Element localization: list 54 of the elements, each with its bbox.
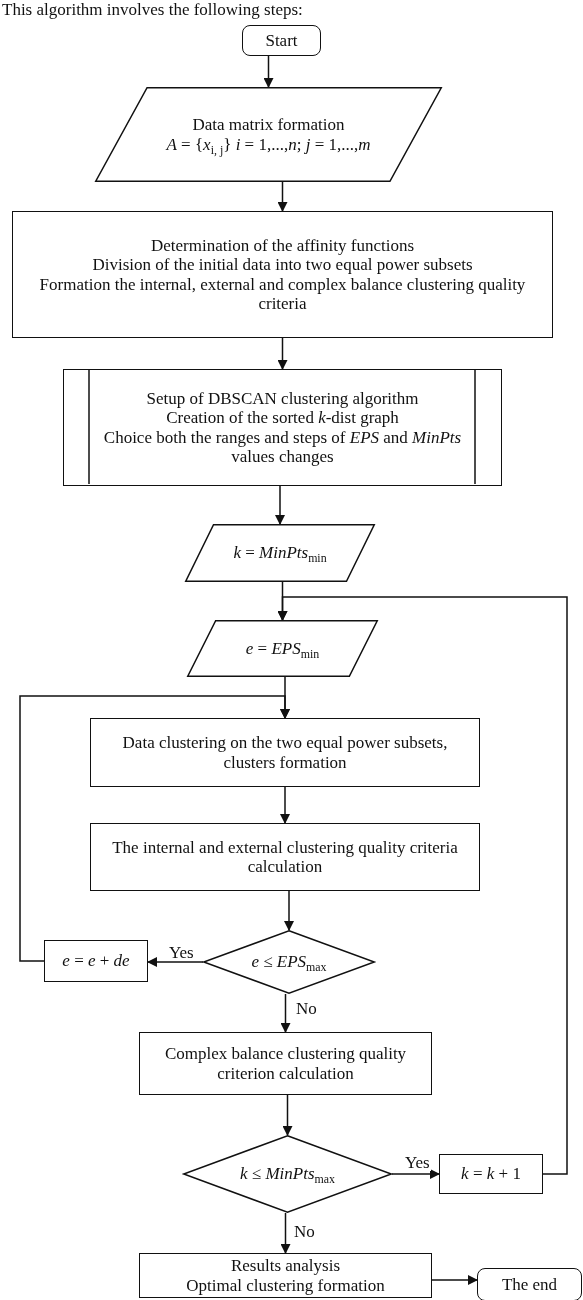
node-text: Formation the internal, external and complex balance clustering quality criteria xyxy=(38,274,527,313)
arrow xyxy=(391,1169,440,1179)
edge-label: Yes xyxy=(168,944,195,961)
process-box xyxy=(90,823,480,891)
process-box xyxy=(439,1154,543,1194)
node-text: e ≤ EPS$_{max}$ xyxy=(251,952,327,972)
data-parallelogram xyxy=(185,524,375,582)
node-text: The end xyxy=(501,1275,558,1294)
arrow xyxy=(280,1212,291,1254)
intro-sentence: This algorithm involves the following steps: xyxy=(2,0,303,20)
node-text: Data clustering on the two equal power subsets, clusters formation xyxy=(121,733,449,772)
node-text: Setup of DBSCAN clustering algorithm xyxy=(146,389,419,409)
node-text: e = e + de xyxy=(62,951,130,971)
arrow xyxy=(263,55,274,88)
data-parallelogram xyxy=(187,620,378,677)
process-box xyxy=(44,940,148,982)
data-parallelogram xyxy=(95,87,442,182)
arrow xyxy=(284,890,294,931)
process-box xyxy=(139,1253,432,1298)
arrow xyxy=(280,786,290,824)
arrow xyxy=(277,181,288,212)
decision-diamond xyxy=(183,1135,392,1213)
terminal-box xyxy=(242,25,321,56)
node-text: k ≤ MinPts$_{max}$ xyxy=(240,1164,335,1184)
arrow xyxy=(282,1094,293,1136)
node-text: Creation of the sorted k-dist graph xyxy=(166,408,399,428)
arrow xyxy=(280,993,291,1033)
arrow xyxy=(147,957,204,967)
node-text: Complex balance clustering quality criterion calculation xyxy=(163,1044,408,1083)
decision-diamond xyxy=(203,930,375,994)
node-text: k = k + 1 xyxy=(461,1164,521,1184)
node-text: Results analysis xyxy=(230,1256,341,1276)
edge-label: No xyxy=(295,1000,318,1017)
node-text: Start xyxy=(265,31,298,50)
process-box xyxy=(90,718,480,787)
arrow xyxy=(277,596,568,1175)
node-text: Division of the initial data into two equal power subsets xyxy=(92,255,473,275)
node-text: Optimal clustering formation xyxy=(186,1275,385,1295)
node-text: e = EPS$_{min}$ xyxy=(245,639,320,658)
terminal-box xyxy=(477,1268,582,1300)
arrow xyxy=(19,695,290,962)
process-box xyxy=(12,211,553,338)
process-box xyxy=(139,1032,432,1095)
arrow xyxy=(275,485,285,525)
node-text: The internal and external clustering quality criteria calculation xyxy=(111,837,459,877)
node-text: Choice both the ranges and steps of EPS and MinPts values changes xyxy=(102,427,463,466)
predefined-process-box xyxy=(63,369,502,486)
node-text: k = MinPts$_{min}$ xyxy=(233,543,327,563)
edge-label: No xyxy=(293,1223,316,1240)
edge-label: Yes xyxy=(404,1154,431,1171)
node-text: Determination of the affinity functions xyxy=(150,236,415,256)
arrow xyxy=(277,337,288,370)
node-text: Data matrix formation xyxy=(192,115,345,135)
arrow xyxy=(431,1275,478,1285)
